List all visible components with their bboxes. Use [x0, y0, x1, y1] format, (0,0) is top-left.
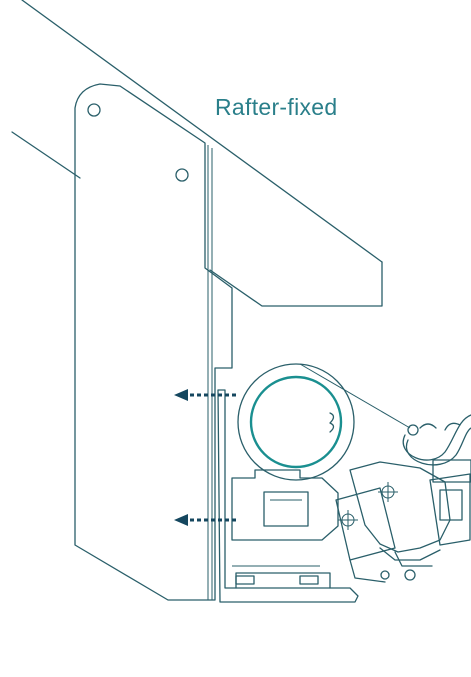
hole-icon — [87, 103, 101, 117]
mounting-plate — [74, 83, 233, 601]
mounting-bracket-icon — [217, 389, 359, 603]
gearbox-icon — [335, 459, 471, 583]
fixing-arrow-icon — [174, 389, 236, 526]
end-clip-icon — [402, 414, 471, 466]
rafter-beam — [11, 0, 383, 307]
diagram-caption: Rafter-fixed — [215, 94, 338, 120]
roller-tube-icon — [237, 363, 411, 481]
hole-icon — [175, 168, 189, 182]
